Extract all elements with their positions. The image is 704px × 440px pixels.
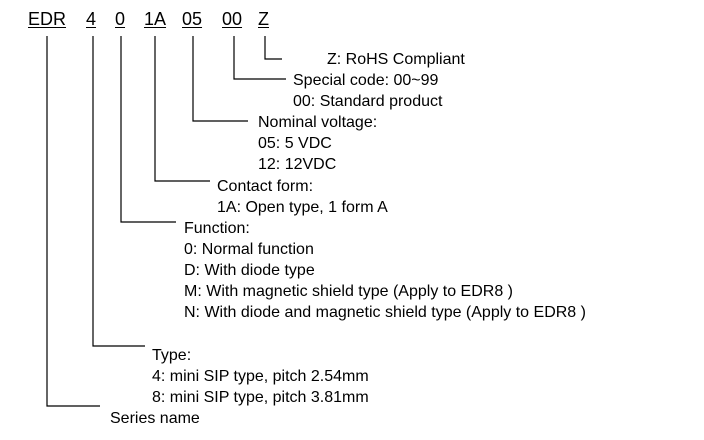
type-title: Type:: [152, 347, 192, 364]
connector-contact-form: [154, 36, 210, 182]
connector-rohs: [264, 36, 282, 60]
special-code-item: 00: Standard product: [293, 93, 443, 110]
type-item: 8: mini SIP type, pitch 3.81mm: [152, 389, 369, 406]
connector-type: [92, 36, 145, 347]
code-contact: 1A: [144, 9, 167, 29]
type-item: 4: mini SIP type, pitch 2.54mm: [152, 368, 369, 385]
code-series: EDR: [28, 9, 67, 29]
nominal-voltage-item: 12: 12VDC: [258, 156, 337, 173]
contact-form-title: Contact form:: [217, 178, 314, 195]
function-item: 0: Normal function: [184, 241, 314, 258]
connector-nominal-voltage: [192, 36, 248, 122]
connector-function: [120, 36, 176, 223]
function-item: M: With magnetic shield type (Apply to E…: [184, 283, 514, 300]
special-code-title: Special code: 00~99: [293, 72, 439, 89]
nominal-voltage-title: Nominal voltage:: [258, 114, 378, 131]
connector-series: [46, 36, 100, 407]
series-title: Series name: [110, 410, 200, 427]
code-type: 4: [86, 9, 97, 29]
function-item: N: With diode and magnetic shield type (…: [184, 304, 586, 321]
rohs-title: Z: RoHS Compliant: [327, 51, 465, 68]
function-title: Function:: [184, 220, 250, 237]
function-item: D: With diode type: [184, 262, 315, 279]
nominal-voltage-item: 05: 5 VDC: [258, 135, 332, 152]
connector-special-code: [233, 36, 286, 80]
code-function: 0: [115, 9, 126, 29]
code-voltage: 05: [182, 9, 203, 29]
code-special: 00: [222, 9, 243, 29]
contact-form-item: 1A: Open type, 1 form A: [217, 199, 388, 216]
code-rohs: Z: [258, 9, 269, 29]
